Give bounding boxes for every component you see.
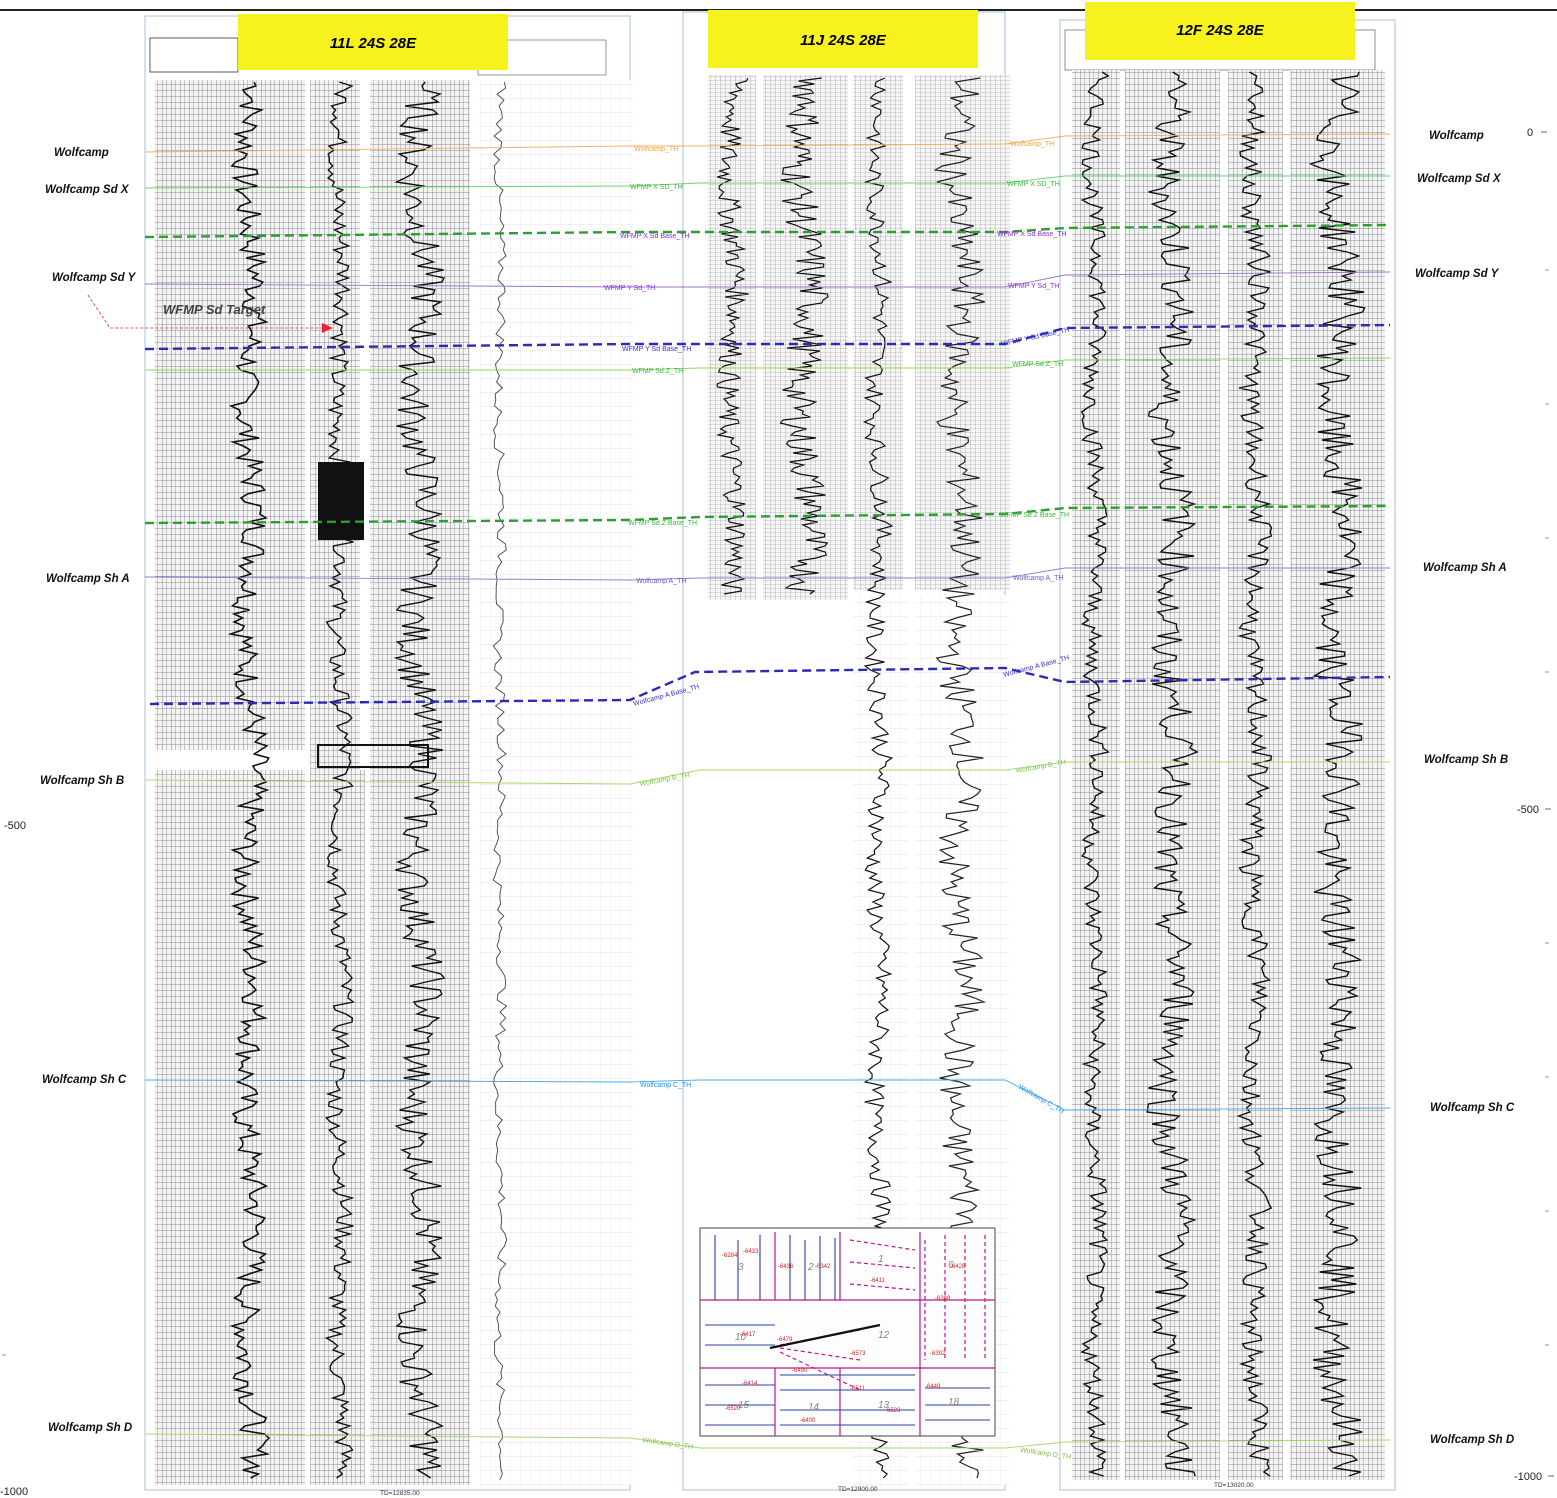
map-contour-value: -6428 bbox=[950, 1264, 966, 1270]
map-contour-value: -6573 bbox=[850, 1351, 866, 1357]
map-section-number: 3 bbox=[738, 1262, 744, 1273]
pick-label: Wolfcamp D_TH bbox=[642, 1437, 694, 1451]
fm-left-0: Wolfcamp bbox=[54, 147, 109, 159]
pick-label: WFMP Sd Z_TH bbox=[632, 368, 683, 375]
depth-scale-left: -500 -1000 bbox=[0, 820, 28, 1498]
map-contour-value: -6388 bbox=[935, 1296, 951, 1302]
pick-label: WFMP X SD_TH bbox=[1007, 181, 1060, 188]
map-contour-value: -6284 bbox=[722, 1253, 738, 1259]
pick-label: Wolfcamp A_TH bbox=[636, 578, 686, 585]
structure-map-inset: 3 2 1 6 10 12 15 14 13 18 -6284 -6433 -6436 -6342 -641… bbox=[699, 1227, 996, 1437]
map-contour-value: -6523 bbox=[885, 1408, 901, 1414]
pick-label: WFMP Y Sd_TH bbox=[1008, 283, 1059, 290]
pick-label: WFMP Sd Z Base_TH bbox=[628, 520, 697, 527]
map-section-number: 15 bbox=[738, 1400, 750, 1411]
map-contour-value: -6417 bbox=[740, 1332, 756, 1338]
target-marker: WFMP Sd Target bbox=[87, 294, 333, 333]
formation-labels-right: Wolfcamp Wolfcamp Sd X Wolfcamp Sd Y Wol… bbox=[1415, 130, 1515, 1446]
map-contour-value: -6342 bbox=[815, 1264, 831, 1270]
map-section-number: 10 bbox=[735, 1332, 747, 1343]
depth-right-1000: -1000 bbox=[1514, 1471, 1542, 1483]
fm-right-0: Wolfcamp bbox=[1429, 130, 1484, 142]
fm-left-2: Wolfcamp Sd Y bbox=[52, 272, 137, 284]
well-title-box-1 bbox=[238, 14, 508, 70]
fm-right-2: Wolfcamp Sd Y bbox=[1415, 268, 1500, 280]
depth-left-500: -500 bbox=[4, 820, 26, 832]
well-titles: 11L 24S 28E 11J 24S 28E 12F 24S 28E bbox=[238, 2, 1355, 70]
y-sd-base-correlation bbox=[144, 323, 1391, 351]
map-contour-value: -6436 bbox=[778, 1264, 794, 1270]
depth-right-0: 0 bbox=[1527, 127, 1533, 139]
x-sd-base-correlation bbox=[144, 223, 1391, 239]
pick-label: Wolfcamp_TH bbox=[634, 146, 678, 153]
well-3-log-tracks bbox=[1064, 29, 1385, 1480]
map-section-number: 6 bbox=[948, 1260, 954, 1271]
map-section-number: 2 bbox=[807, 1262, 814, 1273]
pick-label: WFMP X Sd Base_TH bbox=[997, 231, 1067, 238]
fm-left-1: Wolfcamp Sd X bbox=[45, 184, 130, 196]
pick-label: Wolfcamp A_TH bbox=[1013, 575, 1063, 582]
pick-label: Wolfcamp C_TH bbox=[1017, 1084, 1065, 1116]
td-well-2: TD=12900.00 bbox=[838, 1486, 878, 1493]
depth-right-500: -500 bbox=[1517, 804, 1539, 816]
td-well-1: TD=12835.00 bbox=[380, 1490, 420, 1497]
fm-left-3: Wolfcamp Sh A bbox=[46, 573, 130, 585]
pick-label: WFMP X Sd Base_TH bbox=[620, 233, 690, 240]
pick-label: Wolfcamp_TH bbox=[1010, 141, 1054, 148]
well-title-2: 11J 24S 28E bbox=[800, 32, 887, 49]
map-contour-value: -6490 bbox=[792, 1368, 808, 1374]
map-contour-value: -6479 bbox=[777, 1337, 793, 1343]
sd-z-base-correlation bbox=[144, 504, 1391, 525]
depth-scale-right: 0 -500 -1000 bbox=[2, 127, 1554, 1483]
td-labels: TD=12835.00 TD=12900.00 TD=13020.00 bbox=[380, 1482, 1254, 1497]
map-section-number: 13 bbox=[878, 1400, 890, 1411]
well-title-1: 11L 24S 28E bbox=[330, 35, 417, 52]
td-well-3: TD=13020.00 bbox=[1214, 1482, 1254, 1489]
map-contour-value: -6411 bbox=[870, 1278, 886, 1284]
map-contour-value: -6392 bbox=[930, 1351, 946, 1357]
map-contour-value: -6449 bbox=[925, 1384, 941, 1390]
map-section-number: 18 bbox=[948, 1397, 960, 1408]
well-2-log-tracks bbox=[708, 75, 1010, 1485]
pick-label: WFMP Sd Z_TH bbox=[1012, 361, 1063, 368]
map-section-number: 14 bbox=[808, 1402, 820, 1413]
formation-pick-lines bbox=[144, 133, 1391, 1449]
pick-label: Wolfcamp D_TH bbox=[1020, 1447, 1072, 1461]
pick-label: WFMP Sd Z Base_TH bbox=[1000, 512, 1069, 519]
map-contour-value: -6400 bbox=[800, 1418, 816, 1424]
fm-left-5: Wolfcamp Sh C bbox=[42, 1074, 127, 1086]
map-contour-value: -6511 bbox=[850, 1386, 866, 1392]
fm-right-3: Wolfcamp Sh A bbox=[1423, 562, 1507, 574]
map-contour-value: -6520 bbox=[725, 1406, 741, 1412]
map-contour-value: -6433 bbox=[743, 1249, 759, 1255]
well-title-3: 12F 24S 28E bbox=[1176, 22, 1265, 39]
a-base-correlation bbox=[149, 666, 1391, 706]
pick-label: WFMP Y Sd_TH bbox=[604, 285, 655, 292]
formation-labels-left: Wolfcamp Wolfcamp Sd X Wolfcamp Sd Y Wol… bbox=[40, 147, 137, 1434]
fm-right-1: Wolfcamp Sd X bbox=[1417, 173, 1502, 185]
well-title-box-2 bbox=[708, 10, 978, 68]
well-title-box-3 bbox=[1085, 2, 1355, 60]
map-section-number: 12 bbox=[878, 1330, 890, 1341]
pick-label: Wolfcamp C_TH bbox=[640, 1082, 691, 1089]
map-section-number: 1 bbox=[878, 1254, 884, 1265]
pick-label: WFMP Y Sd Base_TH bbox=[622, 346, 691, 353]
map-contour-value: -6414 bbox=[742, 1381, 758, 1387]
target-label: WFMP Sd Target bbox=[163, 302, 266, 317]
pick-label: WFMP X SD_TH bbox=[630, 184, 683, 191]
well-1-log-tracks bbox=[149, 37, 633, 1485]
fm-left-4: Wolfcamp Sh B bbox=[40, 775, 124, 787]
fm-right-6: Wolfcamp Sh D bbox=[1430, 1434, 1514, 1446]
depth-left-1000: -1000 bbox=[0, 1486, 28, 1498]
fm-right-5: Wolfcamp Sh C bbox=[1430, 1102, 1515, 1114]
fm-right-4: Wolfcamp Sh B bbox=[1424, 754, 1508, 766]
fm-left-6: Wolfcamp Sh D bbox=[48, 1422, 132, 1434]
pick-label: Wolfcamp B_TH bbox=[1015, 759, 1066, 775]
correlation-dashed-lines bbox=[144, 223, 1391, 706]
